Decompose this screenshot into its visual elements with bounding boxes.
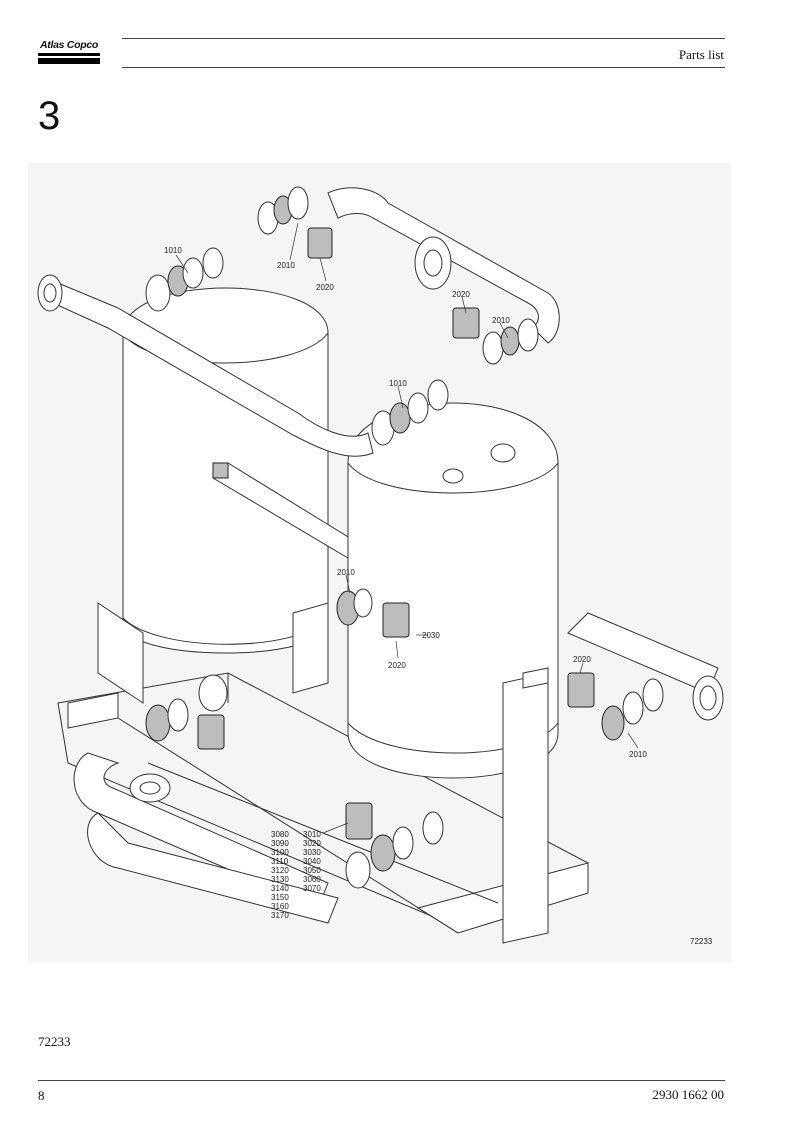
- exploded-view-drawing: 1010 2010 2020 2020 2010 1010 2010 2030 …: [28, 163, 731, 963]
- drawing-svg: 1010 2010 2020 2020 2010 1010 2010 2030 …: [37, 186, 724, 946]
- logo-bar: [38, 58, 100, 64]
- part-number: 3060: [303, 875, 321, 884]
- callout-2030: 2030: [422, 631, 440, 640]
- valve-mid: [336, 588, 410, 638]
- callout-2010: 2010: [337, 568, 355, 577]
- valve-bottom-center: [345, 802, 444, 889]
- leader-lines: [175, 222, 639, 834]
- callout-labels: 1010 2010 2020 2020 2010 1010 2010 2030 …: [164, 246, 647, 759]
- header-rule-top: [122, 38, 725, 39]
- callout-1010: 1010: [389, 379, 407, 388]
- logo-text: Atlas Copco: [40, 39, 98, 51]
- callout-1010: 1010: [164, 246, 182, 255]
- header-rule-bottom: [122, 67, 725, 68]
- part-number: 3100: [271, 848, 289, 857]
- part-list-col2: 3010 3020 3030 3040 3050 3060 3070: [303, 830, 321, 893]
- callout-2020: 2020: [316, 283, 334, 292]
- valve-assemblies: [145, 186, 664, 889]
- callout-2020: 2020: [573, 655, 591, 664]
- part-number: 3080: [271, 830, 289, 839]
- header-title: Parts list: [678, 47, 724, 62]
- part-number: 3030: [303, 848, 321, 857]
- document-number: 2930 1662 00: [652, 1087, 725, 1102]
- valve-right-bottom: [567, 672, 664, 741]
- part-number: 3070: [303, 884, 321, 893]
- callout-2020: 2020: [388, 661, 406, 670]
- part-number: 3020: [303, 839, 321, 848]
- right-vessel: [347, 402, 559, 944]
- part-number: 3110: [271, 857, 289, 866]
- figure-caption: 72233: [38, 1034, 71, 1049]
- section-number: 3: [38, 94, 61, 138]
- valve-right-vessel-top: [371, 379, 449, 446]
- callout-2010: 2010: [629, 750, 647, 759]
- valve-top-mid: [257, 186, 333, 259]
- part-number: 3050: [303, 866, 321, 875]
- part-list-col1: 3080 3090 3100 3110 3120 3130 3140 3150 …: [271, 830, 289, 920]
- drawing-number: 72233: [690, 937, 713, 946]
- part-number: 3090: [271, 839, 289, 848]
- part-number: 3150: [271, 893, 289, 902]
- part-number: 3140: [271, 884, 289, 893]
- valve-top-left: [145, 247, 224, 312]
- part-number: 3120: [271, 866, 289, 875]
- callout-2010: 2010: [277, 261, 295, 270]
- atlas-copco-logo: Atlas Copco: [38, 38, 100, 66]
- part-number: 3010: [303, 830, 321, 839]
- part-number: 3130: [271, 875, 289, 884]
- callout-2010: 2010: [492, 316, 510, 325]
- part-number: 3160: [271, 902, 289, 911]
- callout-2020: 2020: [452, 290, 470, 299]
- page-number: 8: [38, 1088, 45, 1103]
- logo-bar: [38, 53, 100, 56]
- valve-bottom-left: [145, 674, 228, 750]
- lower-pipes: [73, 612, 724, 924]
- footer-rule: [38, 1080, 725, 1081]
- part-number: 3170: [271, 911, 289, 920]
- part-number: 3040: [303, 857, 321, 866]
- left-vessel: [97, 287, 329, 704]
